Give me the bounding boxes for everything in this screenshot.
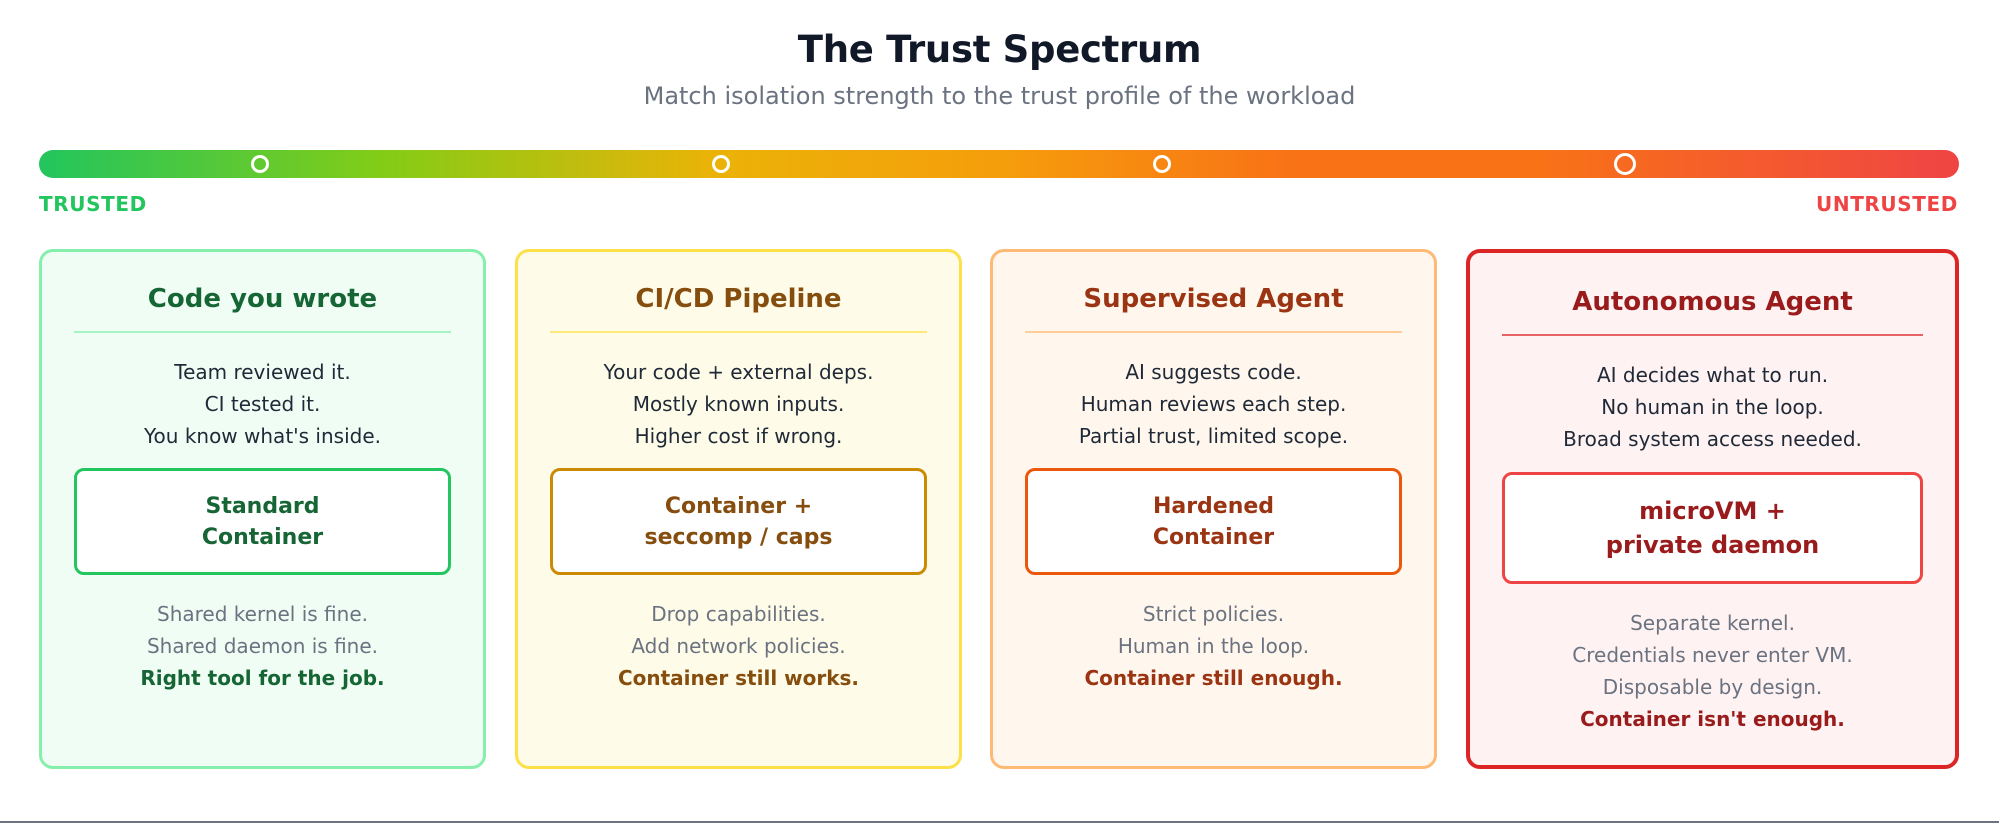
card-conclusion: Container still enough. xyxy=(1084,666,1343,690)
isolation-line: Standard xyxy=(205,493,320,519)
description-line: No human in the loop. xyxy=(1601,395,1824,419)
card-divider xyxy=(74,331,451,333)
description-line: AI suggests code. xyxy=(1125,360,1302,384)
note-line: Shared kernel is fine. xyxy=(157,602,368,626)
spectrum-marker-3 xyxy=(1153,155,1172,173)
trust-card-3: Supervised Agent AI suggests code. Human r… xyxy=(990,249,1437,769)
card-conclusion: Container still works. xyxy=(617,666,860,690)
trust-spectrum-bar xyxy=(39,150,1959,178)
description-line: Broad system access needed. xyxy=(1563,427,1862,451)
isolation-line: Container xyxy=(201,524,324,550)
card-title: Autonomous Agent xyxy=(1572,287,1853,317)
untrusted-label: UNTRUSTED xyxy=(1816,192,1958,216)
card-divider xyxy=(1025,331,1402,333)
card-title: Code you wrote xyxy=(147,284,378,314)
card-title: CI/CD Pipeline xyxy=(635,284,842,314)
isolation-box: Container + seccomp / caps xyxy=(550,468,927,575)
note-line: Disposable by design. xyxy=(1602,675,1823,699)
spectrum-marker-4 xyxy=(1613,153,1636,175)
card-description: Team reviewed it. CI tested it. You know w… xyxy=(42,356,483,452)
note-line: Credentials never enter VM. xyxy=(1572,643,1853,667)
isolation-line: seccomp / caps xyxy=(644,524,833,550)
card-description: Your code + external deps. Mostly known i… xyxy=(518,356,959,452)
trust-card-4: Autonomous Agent AI decides what to run. N… xyxy=(1466,249,1959,769)
page-subtitle: Match isolation strength to the trust pr… xyxy=(643,82,1356,110)
bottom-divider xyxy=(0,821,1999,823)
card-divider xyxy=(550,331,927,333)
card-divider xyxy=(1502,334,1923,336)
description-line: Higher cost if wrong. xyxy=(634,424,843,448)
isolation-line: Hardened xyxy=(1152,493,1275,519)
trusted-label: TRUSTED xyxy=(39,192,147,216)
description-line: AI decides what to run. xyxy=(1596,363,1829,387)
note-line: Shared daemon is fine. xyxy=(146,634,379,658)
note-line: Strict policies. xyxy=(1142,602,1285,626)
isolation-line: microVM + xyxy=(1639,497,1786,525)
card-notes: Shared kernel is fine. Shared daemon is f… xyxy=(42,598,483,694)
note-line: Add network policies. xyxy=(631,634,846,658)
spectrum-marker-2 xyxy=(711,155,730,173)
isolation-box: microVM + private daemon xyxy=(1502,472,1923,584)
isolation-line: Container + xyxy=(664,493,813,519)
description-line: Partial trust, limited scope. xyxy=(1078,424,1349,448)
card-notes: Strict policies. Human in the loop. Contai… xyxy=(993,598,1434,694)
description-line: CI tested it. xyxy=(204,392,321,416)
card-description: AI decides what to run. No human in the l… xyxy=(1470,359,1955,455)
isolation-line: private daemon xyxy=(1605,531,1820,559)
note-line: Drop capabilities. xyxy=(651,602,826,626)
note-line: Separate kernel. xyxy=(1630,611,1795,635)
card-conclusion: Container isn't enough. xyxy=(1580,707,1845,731)
note-line: Human in the loop. xyxy=(1117,634,1310,658)
description-line: Team reviewed it. xyxy=(174,360,351,384)
spectrum-marker-1 xyxy=(250,155,269,173)
description-line: You know what's inside. xyxy=(143,424,381,448)
page-title: The Trust Spectrum xyxy=(797,28,1202,71)
card-notes: Separate kernel. Credentials never enter … xyxy=(1470,607,1955,735)
card-conclusion: Right tool for the job. xyxy=(140,666,385,690)
card-title: Supervised Agent xyxy=(1083,284,1344,314)
description-line: Your code + external deps. xyxy=(603,360,874,384)
card-description: AI suggests code. Human reviews each step… xyxy=(993,356,1434,452)
isolation-line: Container xyxy=(1152,524,1275,550)
card-notes: Drop capabilities. Add network policies. C… xyxy=(518,598,959,694)
description-line: Mostly known inputs. xyxy=(632,392,845,416)
description-line: Human reviews each step. xyxy=(1080,392,1347,416)
